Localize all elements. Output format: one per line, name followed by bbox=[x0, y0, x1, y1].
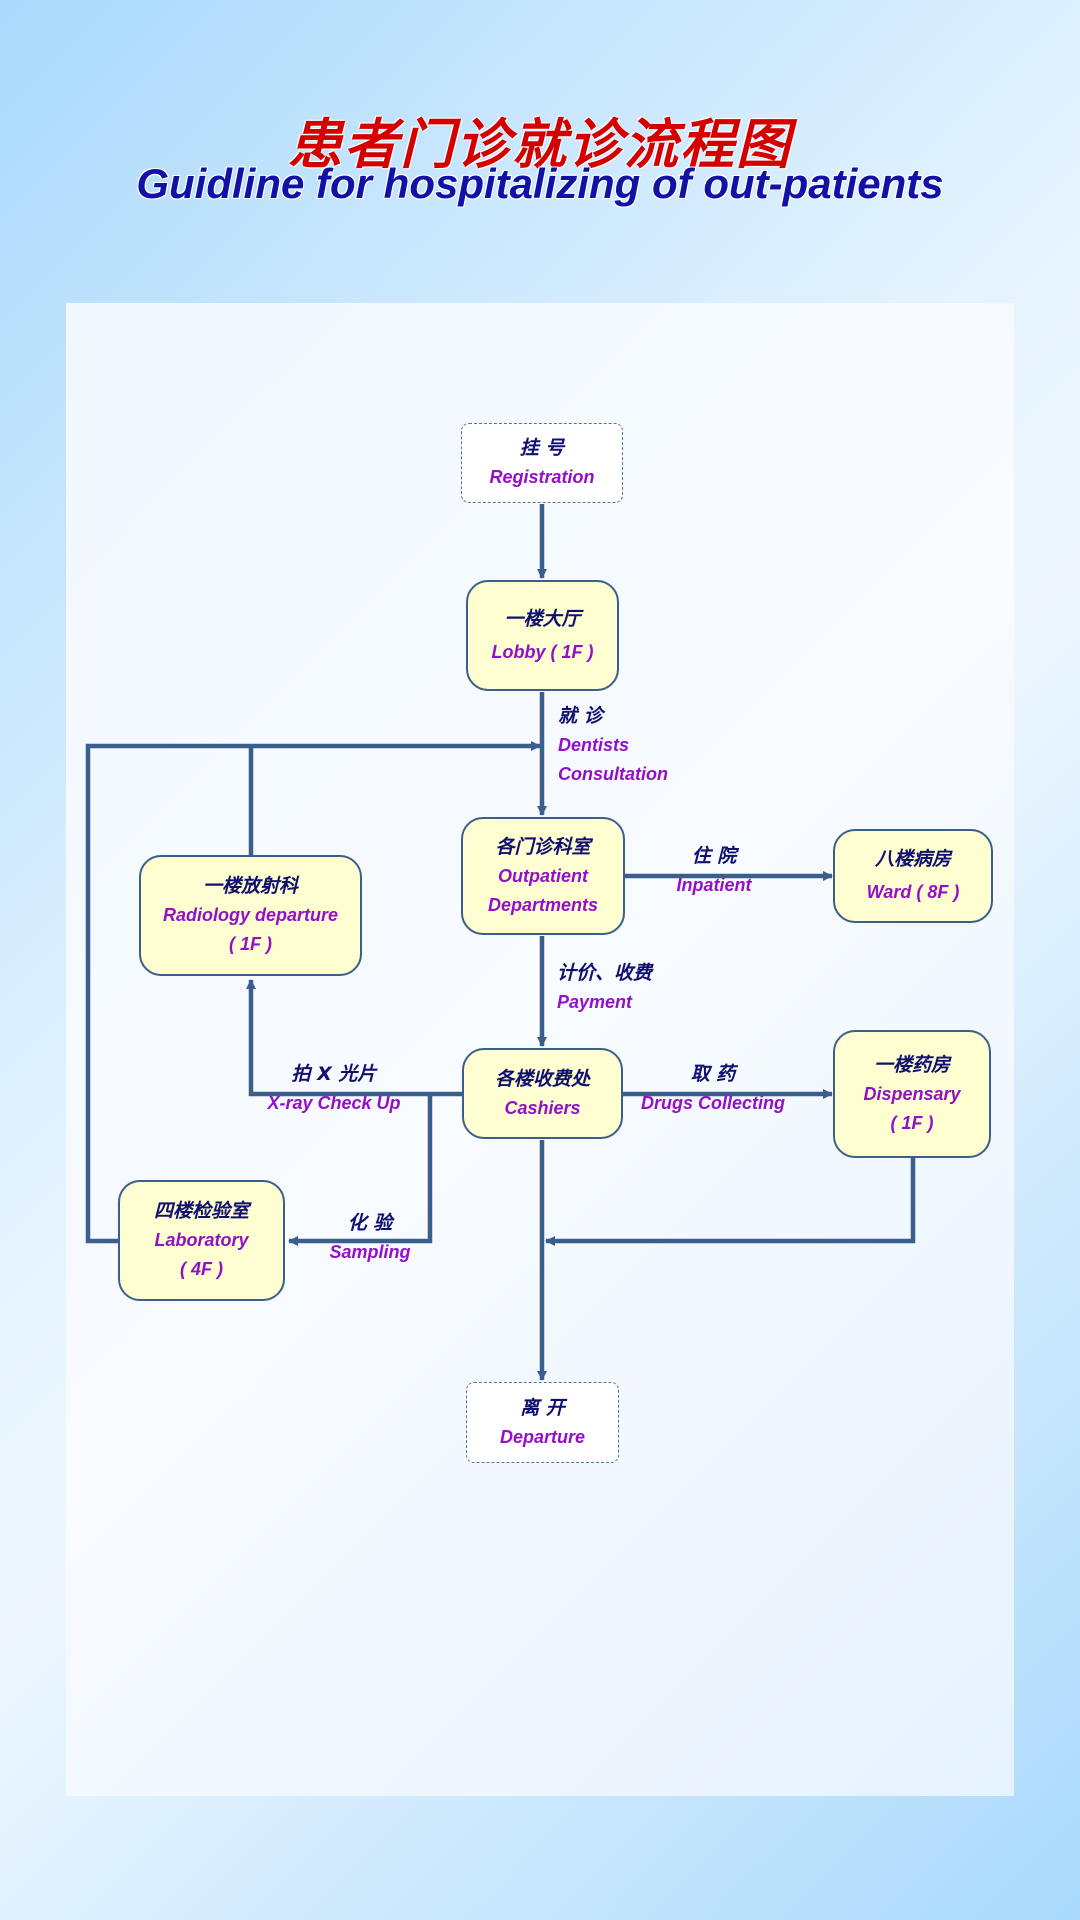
node-registration-en: Registration bbox=[489, 467, 595, 487]
edge-cashiers-radiology bbox=[246, 979, 462, 1097]
label-consultation: 就 诊 Dentists Consultation bbox=[558, 702, 668, 789]
node-lobby-cn: 一楼大厅 bbox=[504, 607, 581, 630]
label-sampling-en: Sampling bbox=[329, 1242, 411, 1262]
label-xray-en: X-ray Check Up bbox=[267, 1093, 401, 1113]
title-english: Guidline for hospitalizing of out-patien… bbox=[136, 160, 944, 207]
node-registration-cn: 挂 号 bbox=[519, 437, 565, 459]
label-inpatient-cn: 住 院 bbox=[691, 845, 737, 867]
label-xray: 拍 X 光片 X-ray Check Up bbox=[254, 1060, 414, 1118]
node-outpatient-en1: Outpatient bbox=[498, 865, 588, 886]
node-departure-cn: 离 开 bbox=[520, 1396, 565, 1419]
label-inpatient: 住 院 Inpatient bbox=[654, 842, 774, 900]
title-chinese: 患者门诊就诊流程图 bbox=[288, 113, 792, 176]
node-dispensary-en2: ( 1F ) bbox=[890, 1112, 934, 1133]
label-inpatient-en: Inpatient bbox=[676, 875, 752, 895]
label-payment-en: Payment bbox=[557, 992, 633, 1012]
node-cashiers-cn: 各楼收费处 bbox=[494, 1067, 590, 1090]
node-ward: 八楼病房 Ward ( 8F ) bbox=[833, 829, 993, 923]
node-outpatient: 各门诊科室 Outpatient Departments bbox=[461, 817, 625, 935]
node-radiology-en1: Radiology departure bbox=[162, 905, 339, 925]
node-lobby-en: Lobby ( 1F ) bbox=[491, 641, 594, 662]
node-ward-cn: 八楼病房 bbox=[874, 848, 951, 870]
node-laboratory: 四楼检验室 Laboratory ( 4F ) bbox=[118, 1180, 285, 1301]
node-radiology-en2: ( 1F ) bbox=[229, 934, 272, 954]
label-payment-cn: 计价、收费 bbox=[557, 962, 653, 984]
edge-cashiers-laboratory bbox=[288, 1094, 433, 1246]
label-drugs-cn: 取 药 bbox=[690, 1063, 736, 1085]
edge-dispensary-return bbox=[545, 1158, 916, 1246]
node-outpatient-en2: Departments bbox=[487, 894, 599, 915]
node-ward-en: Ward ( 8F ) bbox=[866, 882, 960, 902]
node-cashiers: 各楼收费处 Cashiers bbox=[462, 1048, 623, 1139]
node-outpatient-cn: 各门诊科室 bbox=[495, 835, 591, 858]
node-dispensary-en1: Dispensary bbox=[863, 1083, 961, 1104]
label-consultation-en2: Consultation bbox=[558, 764, 668, 784]
label-drugs: 取 药 Drugs Collecting bbox=[633, 1060, 793, 1118]
node-dispensary-cn: 一楼药房 bbox=[873, 1053, 950, 1076]
label-sampling: 化 验 Sampling bbox=[310, 1209, 430, 1267]
node-registration: 挂 号 Registration bbox=[461, 423, 623, 503]
label-consultation-en1: Dentists bbox=[558, 735, 630, 755]
node-departure: 离 开 Departure bbox=[466, 1382, 619, 1463]
node-departure-en: Departure bbox=[499, 1426, 586, 1447]
label-consultation-cn: 就 诊 bbox=[558, 705, 603, 727]
label-xray-cn: 拍 X 光片 bbox=[291, 1063, 377, 1085]
node-dispensary: 一楼药房 Dispensary ( 1F ) bbox=[833, 1030, 991, 1158]
node-laboratory-cn: 四楼检验室 bbox=[153, 1200, 249, 1222]
node-lobby: 一楼大厅 Lobby ( 1F ) bbox=[466, 580, 619, 691]
label-sampling-cn: 化 验 bbox=[347, 1212, 393, 1234]
node-radiology: 一楼放射科 Radiology departure ( 1F ) bbox=[139, 855, 362, 976]
node-radiology-cn: 一楼放射科 bbox=[202, 875, 298, 897]
edge-laboratory-return bbox=[85, 741, 541, 1244]
label-payment: 计价、收费 Payment bbox=[557, 959, 652, 1017]
node-laboratory-en2: ( 4F ) bbox=[180, 1259, 223, 1279]
node-laboratory-en1: Laboratory bbox=[154, 1230, 249, 1250]
node-cashiers-en: Cashiers bbox=[504, 1097, 581, 1118]
label-drugs-en: Drugs Collecting bbox=[640, 1093, 785, 1113]
